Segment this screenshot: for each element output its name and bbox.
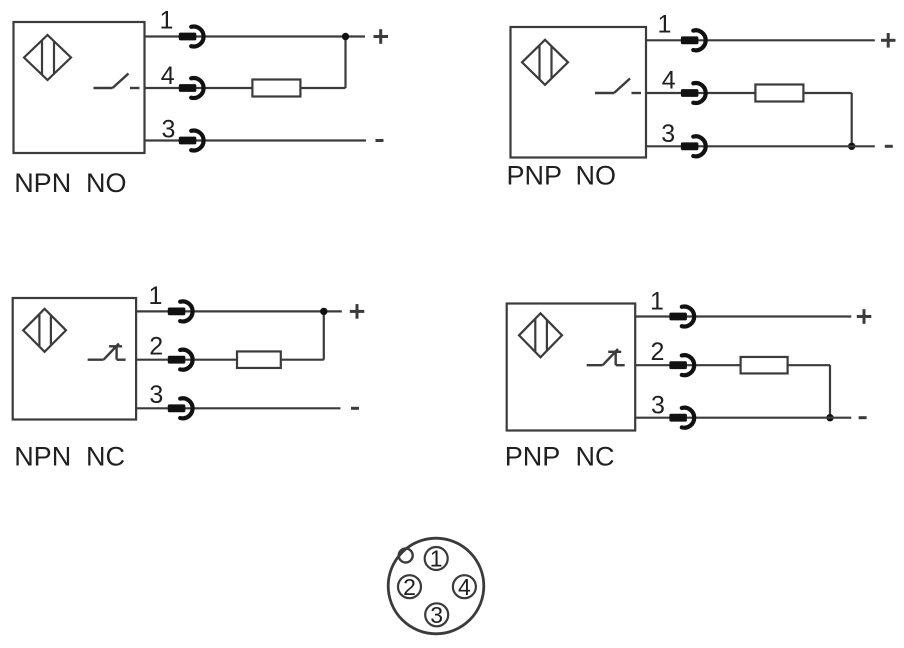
svg-text:NPN: NPN <box>14 168 71 198</box>
svg-text:PNP: PNP <box>505 442 561 472</box>
svg-text:1: 1 <box>650 288 664 316</box>
svg-text:NO: NO <box>576 160 617 190</box>
svg-text:3: 3 <box>149 381 163 409</box>
svg-text:3: 3 <box>651 392 665 420</box>
svg-text:PNP: PNP <box>507 160 563 190</box>
svg-text:4: 4 <box>662 67 676 95</box>
svg-text:2: 2 <box>403 574 416 600</box>
svg-text:3: 3 <box>430 602 443 628</box>
svg-text:3: 3 <box>162 116 176 144</box>
svg-text:NC: NC <box>576 442 615 472</box>
svg-text:NC: NC <box>86 441 125 471</box>
svg-text:3: 3 <box>661 120 675 148</box>
svg-text:1: 1 <box>149 282 163 310</box>
svg-text:2: 2 <box>149 333 163 361</box>
svg-text:4: 4 <box>161 62 175 90</box>
svg-text:1: 1 <box>658 11 672 39</box>
svg-text:2: 2 <box>651 338 665 366</box>
svg-text:NO: NO <box>86 168 127 198</box>
svg-text:1: 1 <box>430 546 443 572</box>
svg-text:4: 4 <box>458 574 471 600</box>
svg-text:1: 1 <box>160 7 174 35</box>
svg-text:NPN: NPN <box>14 441 71 471</box>
